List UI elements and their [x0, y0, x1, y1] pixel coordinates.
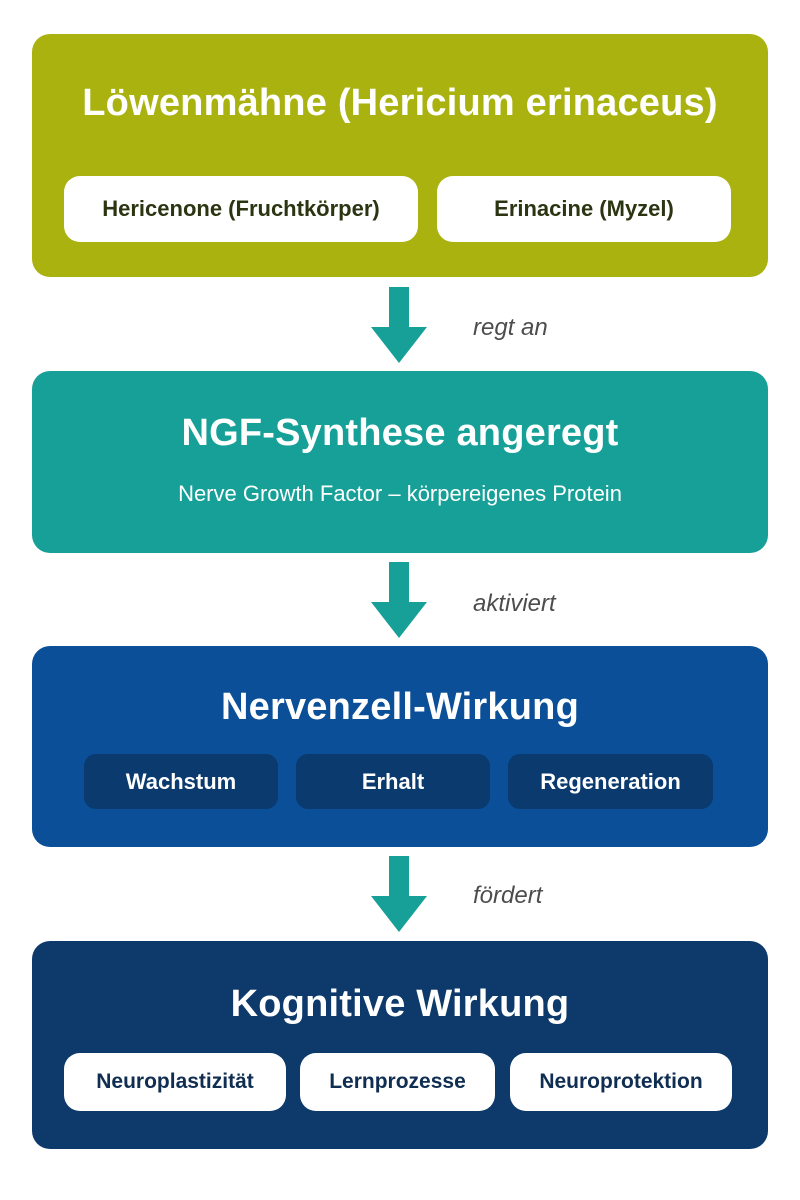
pill-regeneration: Regeneration — [508, 754, 713, 809]
pill-wachstum: Wachstum — [84, 754, 278, 809]
box-nerve-cell-effect — [32, 646, 768, 847]
pill-neuroprotektion: Neuroprotektion — [510, 1053, 732, 1111]
arrow-label-regt-an: regt an — [473, 314, 548, 341]
box-cognitive-effect-title: Kognitive Wirkung — [230, 983, 570, 1025]
down-arrow-icon — [371, 562, 427, 638]
pill-hericenone: Hericenone (Fruchtkörper) — [64, 176, 418, 242]
box-lions-mane-title: Löwenmähne (Hericium erinaceus) — [82, 82, 718, 124]
pill-erinacine: Erinacine (Myzel) — [437, 176, 731, 242]
box-ngf-synthesis-subtitle: Nerve Growth Factor – körpereigenes Prot… — [178, 481, 622, 506]
pill-lernprozesse: Lernprozesse — [300, 1053, 495, 1111]
down-arrow-icon — [371, 856, 427, 932]
arrow-label-foerdert: fördert — [473, 882, 543, 909]
box-nerve-cell-effect-title: Nervenzell-Wirkung — [221, 686, 579, 728]
down-arrow-icon — [371, 287, 427, 363]
pill-neuroplastizitaet: Neuroplastizität — [64, 1053, 286, 1111]
box-ngf-synthesis-title: NGF-Synthese angeregt — [181, 412, 619, 454]
arrow-label-aktiviert: aktiviert — [473, 590, 556, 617]
pill-erhalt: Erhalt — [296, 754, 490, 809]
box-ngf-synthesis — [32, 371, 768, 553]
box-cognitive-effect — [32, 941, 768, 1149]
